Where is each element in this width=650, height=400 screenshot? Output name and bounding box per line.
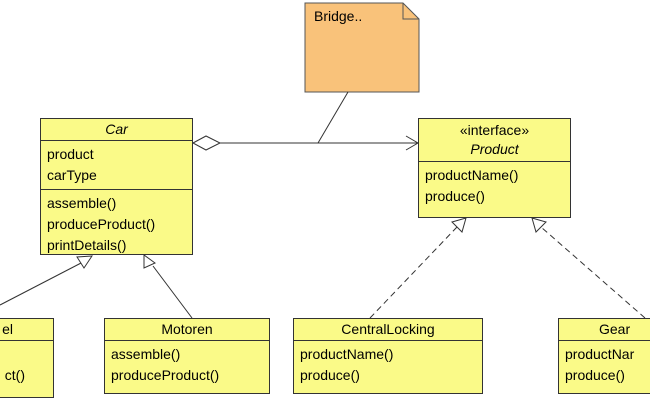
operation: printDetails() (47, 237, 127, 253)
operation: productName() (300, 346, 394, 362)
operation: produce() (565, 367, 625, 383)
class-car[interactable]: Car product carType assemble() producePr… (40, 118, 193, 255)
interface-product-operations: productName() produce() (419, 162, 570, 210)
class-centrallocking-operations: productName() produce() (294, 341, 482, 389)
class-motoren[interactable]: Motoren assemble() produceProduct() (104, 318, 270, 394)
generalization-line-left (0, 261, 84, 306)
class-gear[interactable]: Gear productNar produce() (558, 318, 650, 394)
note-fold (402, 3, 419, 20)
class-motoren-operations: assemble() produceProduct() (105, 341, 269, 389)
note-text: Bridge.. (314, 8, 363, 24)
class-motoren-name: Motoren (105, 319, 269, 341)
class-gear-name: Gear (559, 319, 650, 341)
realization-arrow-gear (531, 217, 547, 233)
operation: ct() (4, 367, 25, 383)
note-anchor-line (317, 91, 349, 144)
realization-line-centrallocking (369, 226, 458, 319)
class-left-partial[interactable]: el ct() (0, 318, 54, 398)
operation: assemble() (111, 346, 181, 362)
generalization-arrow-left (76, 255, 93, 269)
class-left-partial-name: el (0, 319, 53, 341)
class-car-attributes: product carType (41, 141, 192, 190)
attribute: carType (47, 167, 97, 183)
class-car-name: Car (41, 119, 192, 141)
class-centrallocking-name: CentralLocking (294, 319, 482, 341)
class-left-partial-operations: ct() (0, 341, 53, 389)
operation: produceProduct() (111, 367, 220, 383)
operation: productName() (425, 167, 519, 183)
operation: produceProduct() (47, 216, 156, 232)
realization-arrow-centrallocking (451, 217, 467, 233)
aggregation-diamond (191, 135, 222, 151)
interface-product[interactable]: «interface» Product productName() produc… (418, 118, 571, 218)
class-car-operations: assemble() produceProduct() printDetails… (41, 190, 192, 259)
note-shape (304, 2, 420, 93)
operation: productNar (565, 346, 635, 362)
attribute: product (47, 146, 94, 162)
interface-product-header: «interface» Product (419, 119, 570, 162)
interface-product-name: Product (470, 141, 519, 157)
class-centrallocking[interactable]: CentralLocking productName() produce() (293, 318, 483, 394)
operation: produce() (425, 188, 485, 204)
interface-stereotype: «interface» (459, 122, 530, 138)
generalization-line-motoren (152, 265, 193, 319)
class-gear-operations: productNar produce() (559, 341, 650, 389)
operation: produce() (300, 367, 360, 383)
realization-line-gear (540, 226, 646, 319)
generalization-arrow-motoren (143, 254, 156, 269)
operation: assemble() (47, 195, 117, 211)
